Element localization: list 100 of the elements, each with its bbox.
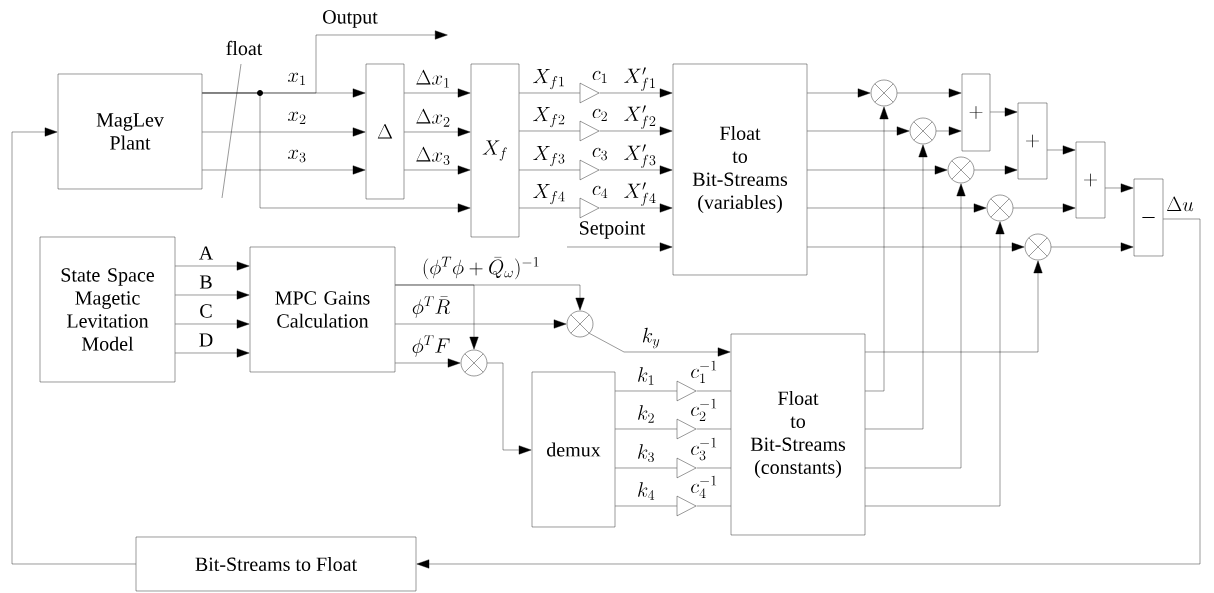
arrow xyxy=(175,319,250,329)
edge-label: $X'_{f3}$ xyxy=(624,144,656,168)
arrow xyxy=(974,165,1018,175)
edge-label: $X'_{f4}$ xyxy=(624,182,656,206)
edge-label: $\Delta x_2$ xyxy=(416,108,450,127)
gain-triangle xyxy=(579,197,600,219)
arrow xyxy=(566,242,673,252)
multiplier-circle xyxy=(566,310,594,338)
arrow xyxy=(865,260,1043,353)
arrow xyxy=(1013,203,1076,213)
process-box: demux xyxy=(531,371,616,528)
process-box: $\Delta$ xyxy=(365,63,405,200)
summing-box: $+$ xyxy=(1017,102,1048,180)
arrow xyxy=(395,319,567,329)
multiplier-circle xyxy=(870,79,898,107)
edge-label: $\Delta x_1$ xyxy=(416,69,449,88)
arrow xyxy=(1105,183,1134,193)
edge-label: D xyxy=(199,333,213,347)
process-box: Float to Bit-Streams (constants) xyxy=(730,333,866,536)
edge-label: Setpoint xyxy=(580,221,646,239)
edge-label: C xyxy=(200,304,212,318)
gain-label: $c_3$ xyxy=(592,147,608,161)
gain-label: $c_1$ xyxy=(592,70,607,83)
edge-label: $k_4$ xyxy=(638,482,655,500)
edge-label: $X_{f3}$ xyxy=(533,145,565,167)
edge-label: $X_{f2}$ xyxy=(533,106,565,128)
edge-label: Output xyxy=(323,10,378,28)
process-box: Bit-Streams to Float xyxy=(135,536,417,592)
arrow xyxy=(589,333,731,357)
arrow xyxy=(807,203,987,213)
edge-label: $X'_{f2}$ xyxy=(624,105,656,129)
arrow xyxy=(202,30,448,94)
edge-label: $k_3$ xyxy=(638,444,654,463)
edge-label: $\phi^T F$ xyxy=(412,335,450,357)
gain-triangle xyxy=(579,120,600,142)
arrow xyxy=(807,126,910,136)
arrow xyxy=(175,261,250,271)
arrow xyxy=(807,165,948,175)
arrow xyxy=(807,88,871,98)
gain-triangle xyxy=(579,159,600,181)
arrow xyxy=(936,126,962,136)
process-box: $X_f$ xyxy=(470,63,520,238)
multiplier-circle xyxy=(909,117,937,145)
arrow xyxy=(202,127,366,137)
gain-label: $c_2$ xyxy=(592,108,607,121)
edge-label: $k_1$ xyxy=(638,367,654,385)
arrow xyxy=(395,284,479,350)
arrow xyxy=(599,203,673,213)
edge-label: $\phi^T\bar{R}$ xyxy=(412,296,450,318)
subtraction-box: $-$ xyxy=(1133,178,1164,257)
arrow xyxy=(865,183,966,469)
arrow xyxy=(1051,242,1134,252)
gain-label: $c_4$ xyxy=(592,185,608,198)
arrow xyxy=(175,290,250,300)
arrow xyxy=(175,348,250,358)
multiplier-circle xyxy=(947,156,975,184)
arrow xyxy=(395,358,461,368)
bus-label: float xyxy=(226,40,263,56)
edge-label: $\Delta x_3$ xyxy=(416,146,450,165)
gain-label: $c_1^{-1}$ xyxy=(691,360,717,383)
process-box: State Space Magetic Levitation Model xyxy=(39,236,176,383)
edge-label: $\Delta u$ xyxy=(1167,196,1194,212)
arrow xyxy=(404,127,471,137)
process-box: MagLev Plant xyxy=(57,73,203,190)
arrow xyxy=(599,88,673,98)
gain-label: $c_4^{-1}$ xyxy=(691,475,717,498)
arrow xyxy=(599,165,673,175)
edge-label: $k_2$ xyxy=(638,405,654,423)
edge-label: B xyxy=(199,275,212,289)
process-box: MPC Gains Calculation xyxy=(249,246,396,373)
arrow xyxy=(416,218,1201,569)
edge-label: $x_2$ xyxy=(288,111,306,124)
arrow xyxy=(990,107,1018,117)
arrow xyxy=(202,165,366,175)
arrow xyxy=(865,106,889,392)
summing-box: $+$ xyxy=(961,73,991,152)
arrow xyxy=(599,126,673,136)
edge-label: $X_{f4}$ xyxy=(533,183,565,205)
edge-label: $k_y$ xyxy=(642,327,660,349)
multiplier-circle xyxy=(986,194,1014,222)
arrow xyxy=(404,88,471,98)
arrow xyxy=(807,242,1025,252)
arrow xyxy=(865,144,928,430)
arrow xyxy=(1047,145,1076,155)
process-box: Float to Bit-Streams (variables) xyxy=(672,63,808,276)
edge-label: $x_1$ xyxy=(288,72,305,85)
gain-triangle xyxy=(579,82,600,104)
multiplier-circle xyxy=(460,349,488,377)
edge-label: $x_3$ xyxy=(288,149,306,163)
arrow xyxy=(897,88,962,98)
edge-label: A xyxy=(199,246,214,260)
gain-label: $c_2^{-1}$ xyxy=(691,398,717,421)
edge-label: $X'_{f1}$ xyxy=(624,67,655,91)
summing-box: $+$ xyxy=(1075,141,1106,219)
multiplier-circle xyxy=(1024,233,1052,261)
gain-label: $c_3^{-1}$ xyxy=(691,437,717,461)
edge-label: $X_{f1}$ xyxy=(533,68,564,90)
arrow xyxy=(865,221,1005,507)
arrow xyxy=(11,127,136,565)
arrow xyxy=(487,362,532,455)
